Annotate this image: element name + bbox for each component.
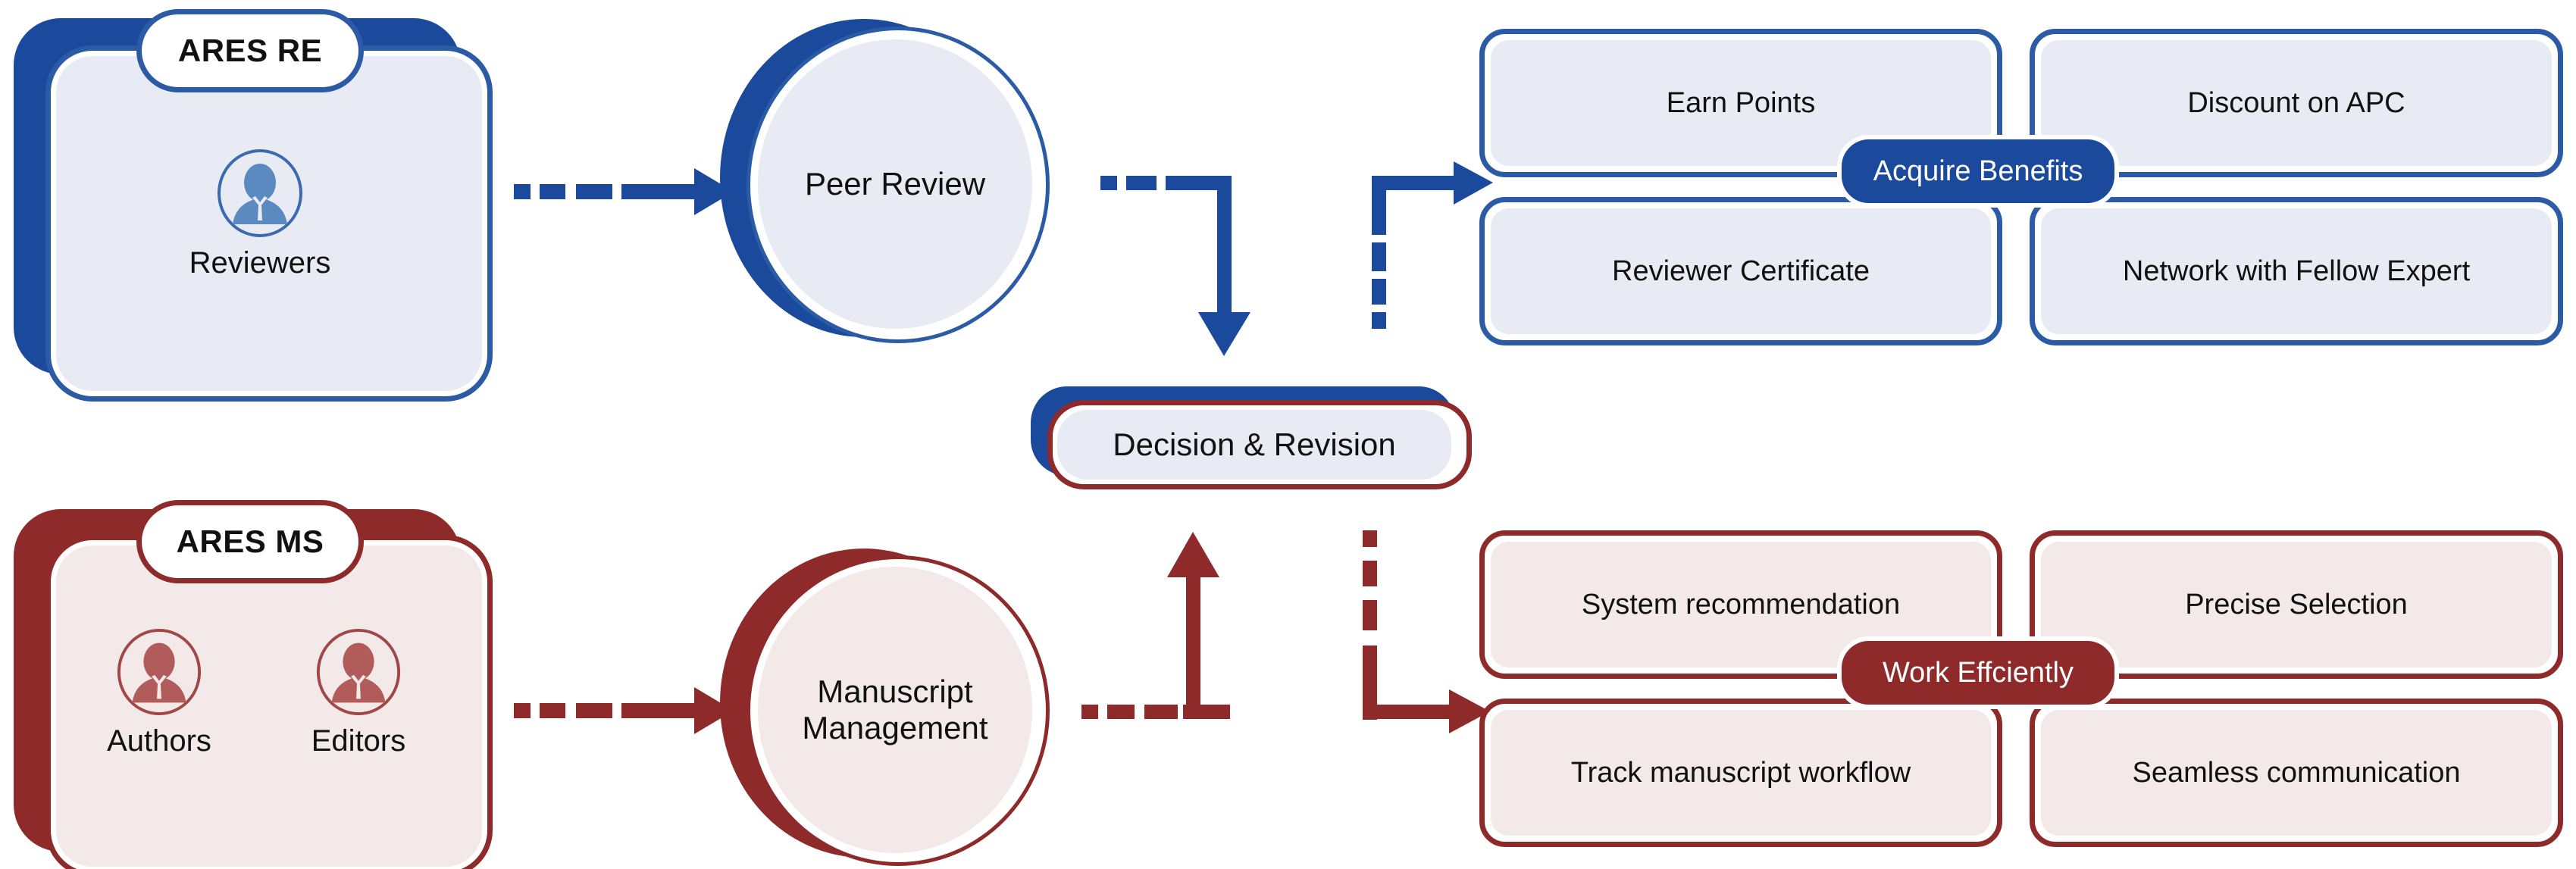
role-label-authors: Authors [107, 724, 211, 758]
benefit-box-precise-selection[interactable]: Precise Selection [2030, 530, 2563, 679]
manuscript-label: Manuscript Management [758, 567, 1032, 853]
manuscript-label-line2: Management [802, 710, 988, 746]
manuscript-circle-fill [758, 567, 1032, 853]
connector-roles-to-manuscript [514, 687, 734, 734]
role-authors[interactable]: Authors [102, 627, 216, 758]
ares-ms-tag: ARES MS [136, 500, 364, 583]
work-efficiently-group: System recommendation Precise Selection … [1479, 530, 2563, 849]
person-icon [316, 628, 401, 716]
person-icon [218, 149, 302, 237]
ares-ms-panel-fill [56, 545, 482, 867]
benefit-label-reviewer-certificate: Reviewer Certificate [1491, 208, 1991, 334]
acquire-benefits-hub-label: Acquire Benefits [1873, 155, 2083, 187]
benefit-box-network-with-fellow-expert[interactable]: Network with Fellow Expert [2030, 197, 2563, 345]
work-efficiently-hub[interactable]: Work Effciently [1837, 636, 2119, 709]
work-efficiently-hub-label: Work Effciently [1882, 656, 2074, 689]
role-label-reviewers: Reviewers [189, 246, 331, 280]
peer-review-label: Peer Review [804, 165, 986, 202]
connector-manuscript-to-decision [1081, 532, 1230, 719]
ares-ms-tag-label: ARES MS [176, 524, 324, 559]
benefit-label-seamless-communication: Seamless communication [2041, 710, 2552, 836]
connector-reviewers-to-peer-review [514, 168, 734, 215]
person-icon [117, 628, 202, 716]
benefit-box-seamless-communication[interactable]: Seamless communication [2030, 699, 2563, 847]
role-editors[interactable]: Editors [302, 627, 415, 758]
ares-re-tag: ARES RE [136, 9, 364, 92]
decision-box-fill [1057, 410, 1451, 480]
benefit-label-track-manuscript-workflow: Track manuscript workflow [1491, 710, 1991, 836]
role-label-editors: Editors [311, 724, 406, 758]
role-reviewers[interactable]: Reviewers [189, 148, 330, 280]
benefit-label-discount-on-apc: Discount on APC [2041, 40, 2552, 166]
benefit-label-network-with-fellow-expert: Network with Fellow Expert [2041, 208, 2552, 334]
benefit-box-track-manuscript-workflow[interactable]: Track manuscript workflow [1479, 699, 2002, 847]
decision-box-label: Decision & Revision [1113, 427, 1396, 462]
benefit-label-precise-selection: Precise Selection [2041, 542, 2552, 667]
acquire-benefits-group: Earn Points Discount on APC Reviewer Cer… [1479, 29, 2563, 347]
peer-review-circle-fill [758, 39, 1032, 329]
manuscript-label-line1: Manuscript [817, 673, 973, 709]
benefit-box-reviewer-certificate[interactable]: Reviewer Certificate [1479, 197, 2002, 345]
connector-decision-to-work-efficiently [1363, 530, 1490, 733]
connector-decision-to-benefits [1372, 161, 1493, 329]
ares-re-tag-label: ARES RE [177, 33, 323, 68]
acquire-benefits-hub[interactable]: Acquire Benefits [1837, 135, 2119, 208]
connector-peer-review-to-decision [1100, 176, 1250, 356]
benefit-box-discount-on-apc[interactable]: Discount on APC [2030, 29, 2563, 177]
